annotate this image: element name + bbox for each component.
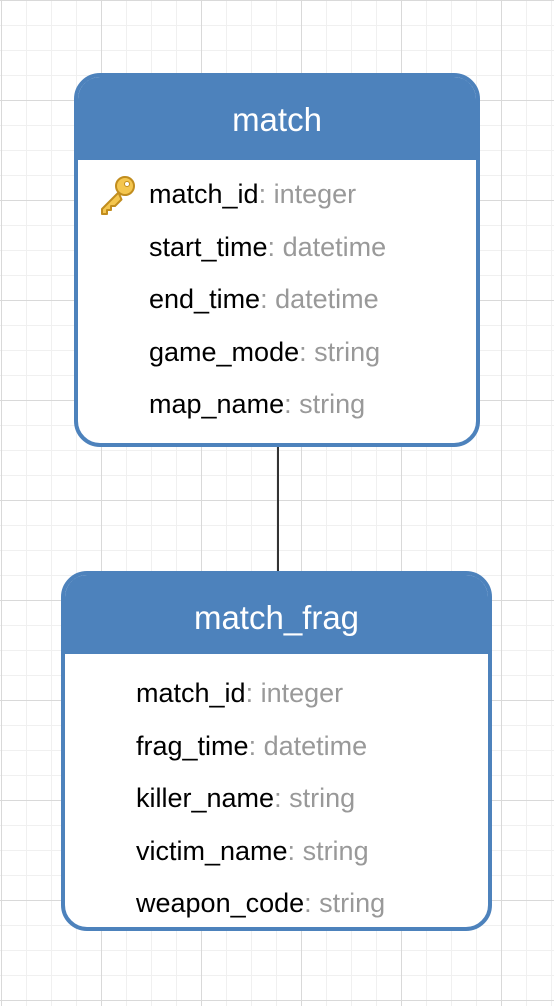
field-name: frag_time: [136, 730, 249, 761]
entity-match[interactable]: match match_id: integer start_time: date…: [74, 73, 480, 447]
field-name: map_name: [149, 389, 285, 419]
field-name: victim_name: [136, 835, 288, 866]
entity-title: match: [78, 77, 476, 160]
entity-match-frag[interactable]: match_frag match_id: integer frag_time: …: [61, 571, 492, 931]
field-name: match_id: [149, 179, 259, 209]
field-type: string: [295, 835, 369, 866]
field-row[interactable]: weapon_code: string: [65, 877, 488, 927]
field-separator: :: [258, 179, 267, 209]
field-name: weapon_code: [136, 888, 305, 918]
field-row[interactable]: victim_name: string: [65, 825, 488, 878]
field-type: datetime: [256, 730, 368, 761]
field-type: datetime: [267, 284, 379, 314]
field-row[interactable]: end_time: datetime: [78, 273, 476, 326]
field-list: match_id: integer frag_time: datetime ki…: [65, 654, 488, 927]
field-row[interactable]: game_mode: string: [78, 326, 476, 379]
field-row[interactable]: match_id: integer: [78, 168, 476, 221]
field-separator: :: [248, 730, 257, 761]
field-separator: :: [284, 389, 292, 419]
field-separator: :: [287, 835, 296, 866]
field-row[interactable]: map_name: string: [78, 378, 476, 431]
field-type: datetime: [275, 231, 387, 262]
field-name: match_id: [136, 678, 246, 708]
field-separator: :: [274, 783, 282, 813]
field-name: killer_name: [136, 783, 275, 813]
field-row[interactable]: match_id: integer: [65, 667, 488, 720]
entity-title: match_frag: [65, 575, 488, 654]
field-separator: :: [304, 888, 312, 918]
field-separator: :: [299, 336, 307, 367]
field-type: integer: [266, 179, 357, 209]
field-type: string: [311, 888, 386, 918]
field-row[interactable]: start_time: datetime: [78, 221, 476, 274]
field-name: start_time: [149, 231, 268, 262]
field-name: end_time: [149, 284, 261, 314]
field-name: game_mode: [149, 336, 300, 367]
field-separator: :: [260, 284, 268, 314]
relationship-line[interactable]: [277, 444, 279, 574]
key-icon: [101, 176, 135, 215]
field-separator: :: [245, 678, 254, 708]
field-list: match_id: integer start_time: datetime e…: [78, 160, 476, 431]
field-separator: :: [267, 231, 276, 262]
field-type: string: [306, 336, 381, 367]
field-type: string: [291, 389, 366, 419]
field-type: integer: [253, 678, 344, 708]
field-row[interactable]: frag_time: datetime: [65, 720, 488, 773]
field-type: string: [281, 783, 356, 813]
field-row[interactable]: killer_name: string: [65, 772, 488, 825]
